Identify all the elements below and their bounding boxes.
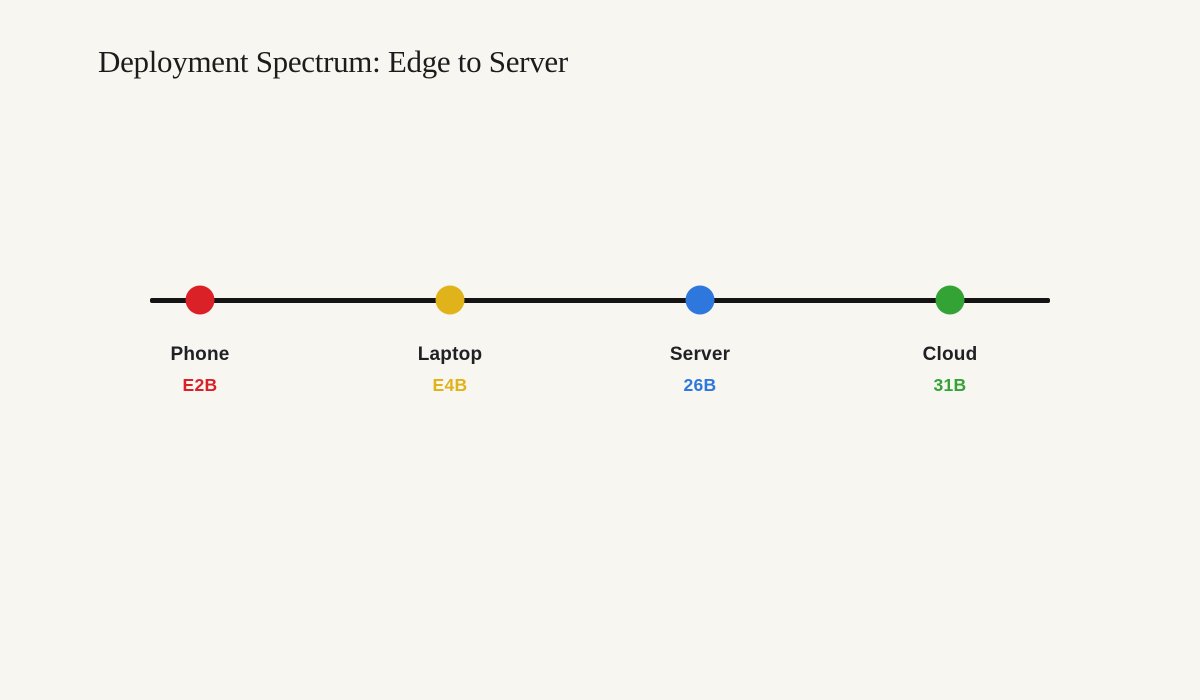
phone-dot — [185, 285, 215, 315]
cloud-value: 31B — [933, 375, 967, 395]
cloud-dot — [935, 285, 965, 315]
server-dot — [685, 285, 715, 315]
page-title: Deployment Spectrum: Edge to Server — [98, 44, 568, 79]
phone-label: Phone — [170, 344, 230, 365]
laptop-value: E4B — [432, 375, 468, 395]
phone-value: E2B — [182, 375, 218, 395]
laptop-dot — [435, 285, 465, 315]
spectrum-axis-line — [150, 298, 1050, 303]
laptop-label: Laptop — [417, 344, 483, 365]
cloud-label: Cloud — [922, 344, 978, 365]
server-label: Server — [669, 344, 731, 365]
server-value: 26B — [683, 375, 717, 395]
